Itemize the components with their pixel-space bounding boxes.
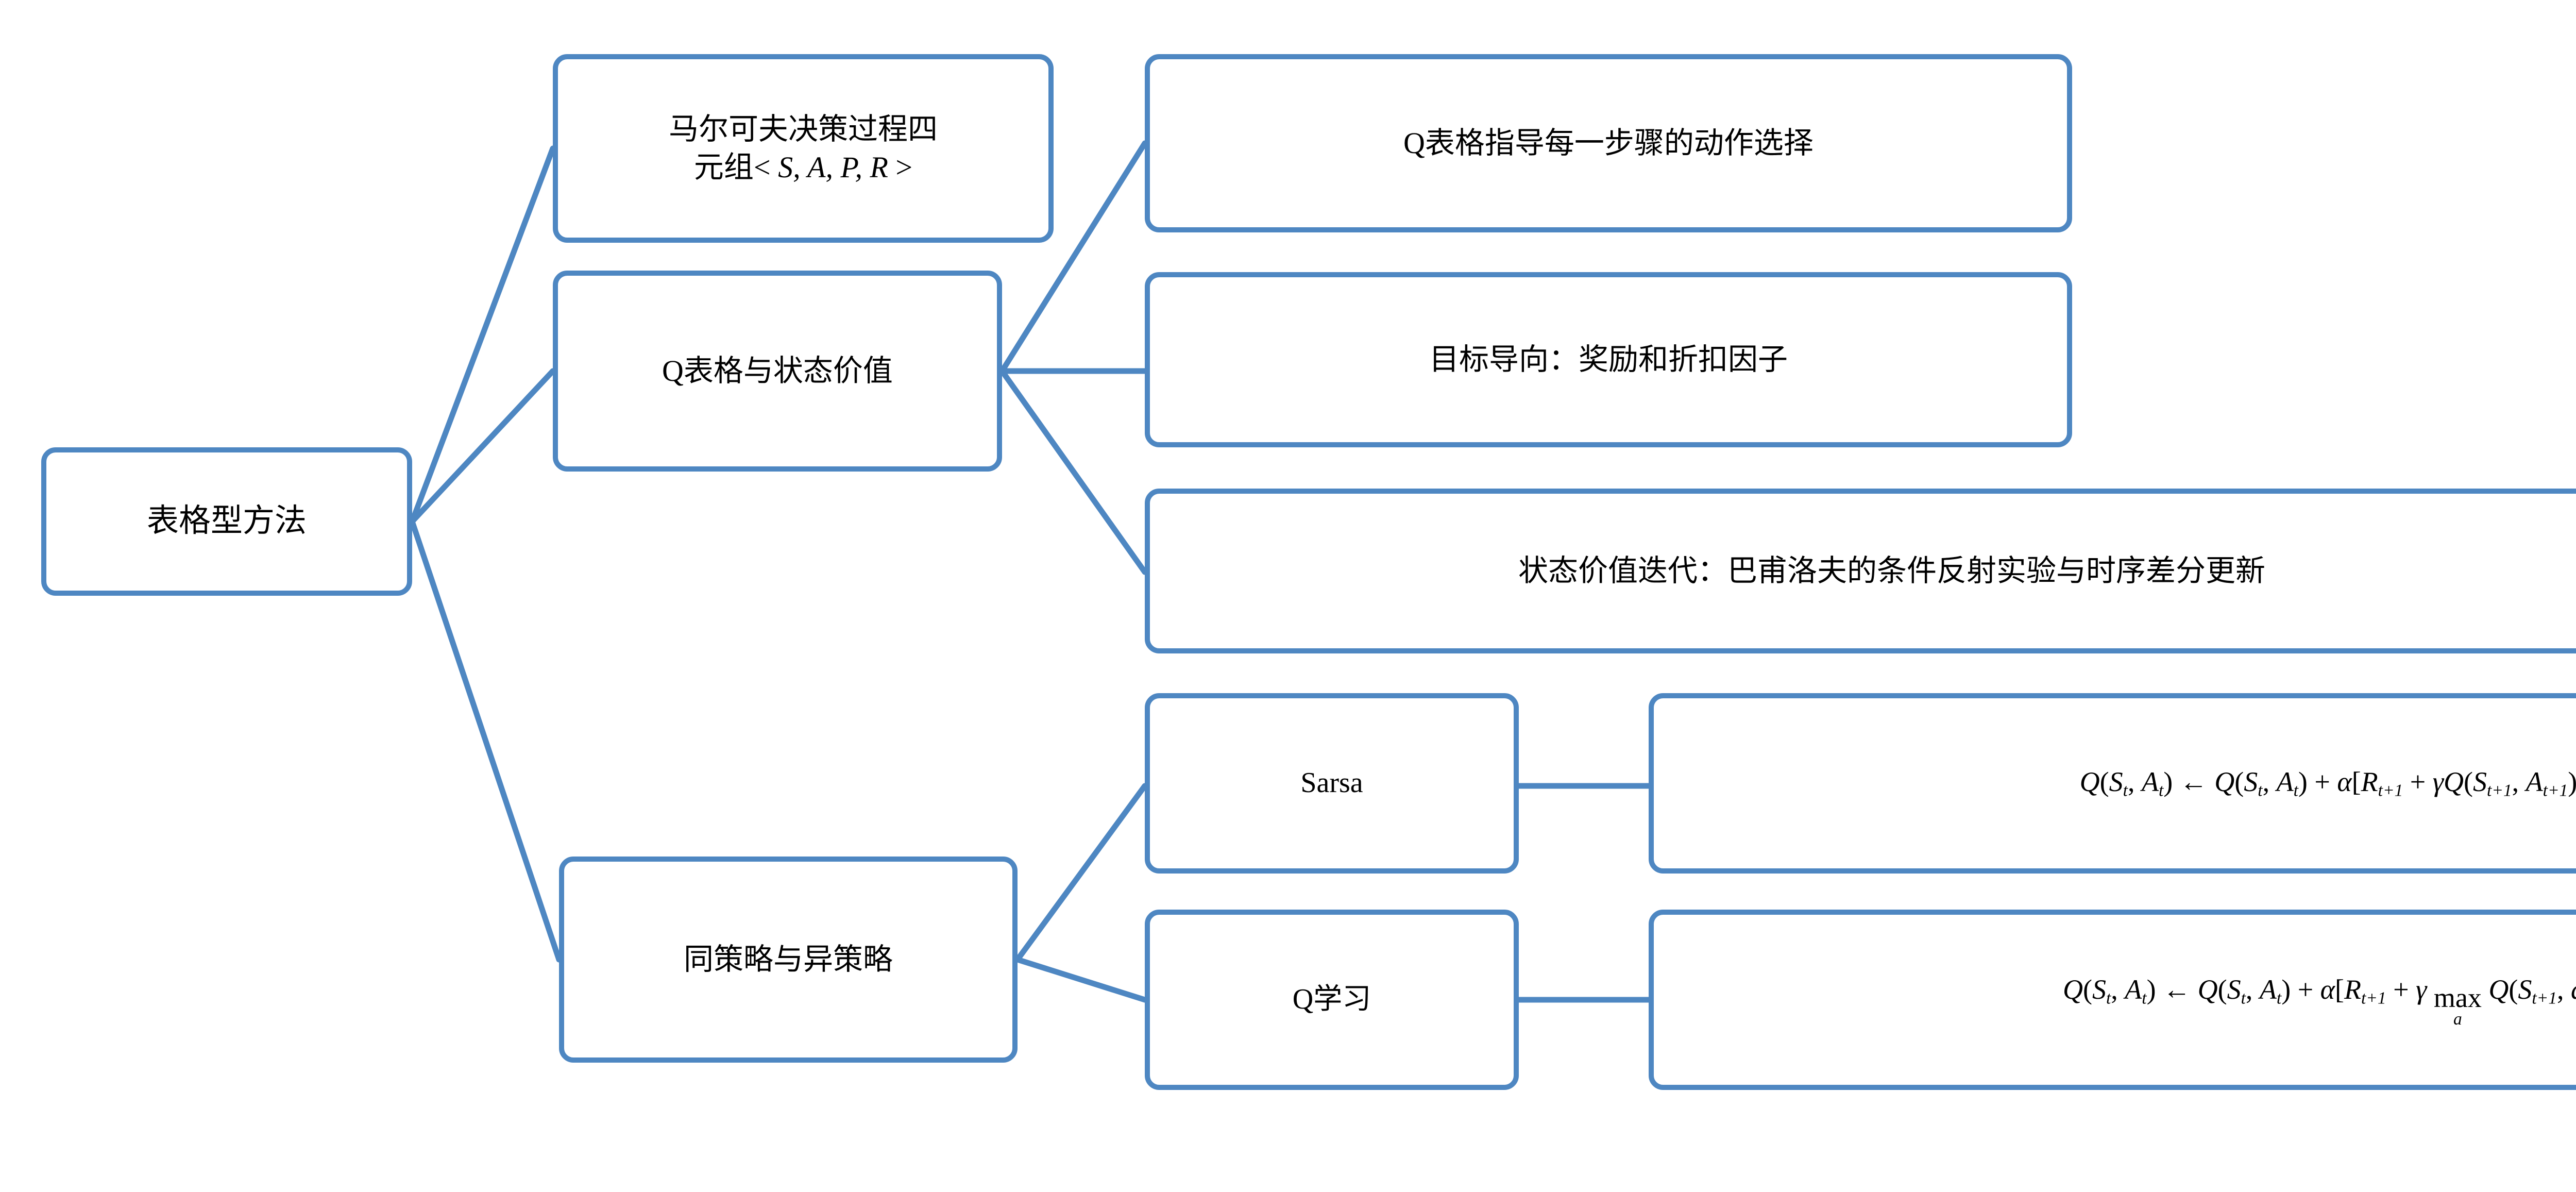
edge-policy-to-sarsa	[1014, 783, 1148, 963]
node-on-off-policy[interactable]: 同策略与异策略	[559, 857, 1018, 1063]
leaf-state-value-iteration[interactable]: 状态价值迭代：巴甫洛夫的条件反射实验与时序差分更新	[1145, 489, 2576, 653]
formula-sarsa-rendered: Q(St, At) ← Q(St, At) + α[Rt+1 + γQ(St+1…	[2079, 766, 2576, 800]
leaf-q-learning-label: Q学习	[1292, 983, 1371, 1016]
mdp-line-1: 马尔可夫决策过程四	[668, 112, 938, 146]
node-q-table-state-value[interactable]: Q表格与状态价值	[553, 271, 1002, 472]
node-mdp-tuple-label: 马尔可夫决策过程四 元组< S, A, P, R >	[565, 110, 1041, 187]
mdp-line-2-vars: S, A, P, R	[778, 150, 888, 184]
edge-root-to-mdp	[409, 145, 556, 525]
leaf-q-guides-action-selection[interactable]: Q表格指导每一步骤的动作选择	[1145, 54, 2072, 232]
leaf-q-learning[interactable]: Q学习	[1145, 910, 1519, 1090]
leaf-sarsa-label: Sarsa	[1300, 767, 1363, 799]
root-node-tabular-methods[interactable]: 表格型方法	[41, 447, 412, 596]
leaf-state-value-iteration-label: 状态价值迭代：巴甫洛夫的条件反射实验与时序差分更新	[1518, 553, 2265, 587]
node-q-table-state-value-label: Q表格与状态价值	[662, 354, 893, 388]
edge-root-to-qtable	[409, 368, 556, 525]
mdp-line-2-suffix: >	[888, 150, 913, 184]
edge-policy-to-qlearning	[1014, 956, 1148, 1003]
node-mdp-tuple[interactable]: 马尔可夫决策过程四 元组< S, A, P, R >	[553, 54, 1054, 243]
leaf-goal-reward-discount[interactable]: 目标导向：奖励和折扣因子	[1145, 272, 2072, 447]
root-node-label: 表格型方法	[146, 503, 307, 539]
edge-qtable-to-leaf1	[999, 140, 1148, 374]
mdp-line-2-prefix: 元组<	[693, 150, 778, 184]
edge-root-to-policy	[409, 518, 562, 963]
node-on-off-policy-label: 同策略与异策略	[683, 942, 893, 976]
formula-sarsa-box[interactable]: Q(St, At) ← Q(St, At) + α[Rt+1 + γQ(St+1…	[1649, 693, 2576, 874]
leaf-goal-reward-discount-label: 目标导向：奖励和折扣因子	[1429, 342, 1788, 376]
edge-qtable-to-leaf3	[999, 368, 1148, 575]
leaf-sarsa[interactable]: Sarsa	[1145, 693, 1519, 874]
leaf-q-guides-action-selection-label: Q表格指导每一步骤的动作选择	[1403, 126, 1814, 160]
